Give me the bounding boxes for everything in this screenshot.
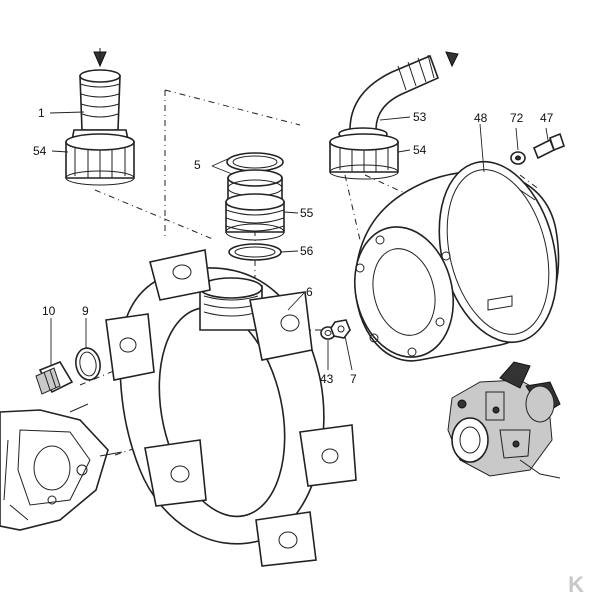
leader-lines [49,111,549,371]
callout-54-right: 54 [413,143,427,157]
callout-6: 6 [306,285,313,299]
callout-48: 48 [474,111,488,125]
kramp-logo-mark: K [568,572,584,597]
callout-7: 7 [350,372,357,386]
callout-9: 9 [82,304,89,318]
callout-55: 55 [300,206,314,220]
bolt-47 [532,132,565,160]
hose-barb-fitting-1 [65,48,135,186]
plug-10 [35,361,74,395]
washer-72 [510,151,526,165]
threaded-fitting-stack [225,152,285,261]
callout-5: 5 [194,158,201,172]
nut-7 [330,319,351,339]
callout-56: 56 [300,244,314,258]
o-ring-9 [75,347,101,381]
elbow-hose-fitting-53 [329,51,459,180]
kramp-logo: K [568,572,584,597]
callout-47: 47 [540,111,554,125]
pump-housing-6 [105,249,357,567]
callout-10: 10 [42,304,56,318]
callout-53: 53 [413,110,427,124]
callout-1: 1 [38,106,45,120]
diaphragm-cover-48 [353,160,560,362]
assembled-pump-thumbnail [447,361,561,479]
callout-54-left: 54 [33,144,47,158]
callout-43: 43 [320,372,334,386]
callout-72: 72 [510,111,524,125]
pump-body-fragment [0,403,123,531]
